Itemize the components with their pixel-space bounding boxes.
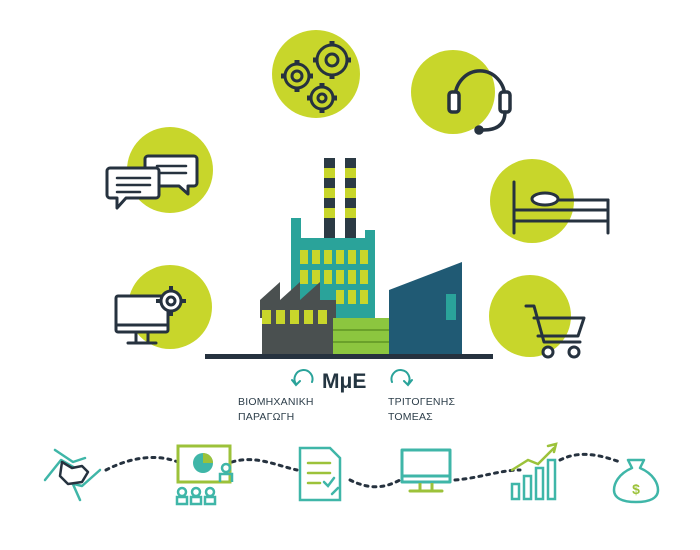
right-cycle-arrow-icon xyxy=(390,369,413,387)
tertiary-sector-label-line2: ΤΟΜΕΑΣ xyxy=(388,411,433,423)
presentation-icon xyxy=(175,444,234,506)
bed-icon xyxy=(490,159,610,243)
dotted-path xyxy=(104,452,622,489)
shopping-cart-icon xyxy=(489,275,586,359)
chimney-right xyxy=(345,158,356,238)
tertiary-sector-label-line1: ΤΡΙΤΟΓΕΝΗΣ xyxy=(388,396,456,408)
main-building-windows xyxy=(300,250,368,304)
green-block xyxy=(333,318,389,354)
factory-illustration xyxy=(205,158,493,359)
gears-icon xyxy=(272,30,360,118)
checklist-document-icon xyxy=(298,446,342,502)
growth-chart-icon xyxy=(510,442,558,501)
computer-settings-icon xyxy=(114,265,212,349)
sme-label: ΜμΕ xyxy=(322,370,367,393)
monitor-icon xyxy=(400,448,452,493)
chimney-left xyxy=(324,158,335,238)
left-cycle-arrow-icon xyxy=(291,369,314,387)
industrial-production-label-line1: ΒΙΟΜΗΧΑΝΙΚΗ xyxy=(238,396,314,408)
chat-bubbles-icon xyxy=(105,127,213,213)
headset-icon xyxy=(411,50,512,135)
industrial-production-label-line2: ΠΑΡΑΓΩΓΗ xyxy=(238,411,295,423)
ground-line xyxy=(205,354,493,359)
svg-text:$: $ xyxy=(632,481,640,497)
blue-building xyxy=(389,262,462,354)
money-bag-icon: $ xyxy=(612,458,660,504)
teamwork-hands-icon xyxy=(43,448,102,502)
